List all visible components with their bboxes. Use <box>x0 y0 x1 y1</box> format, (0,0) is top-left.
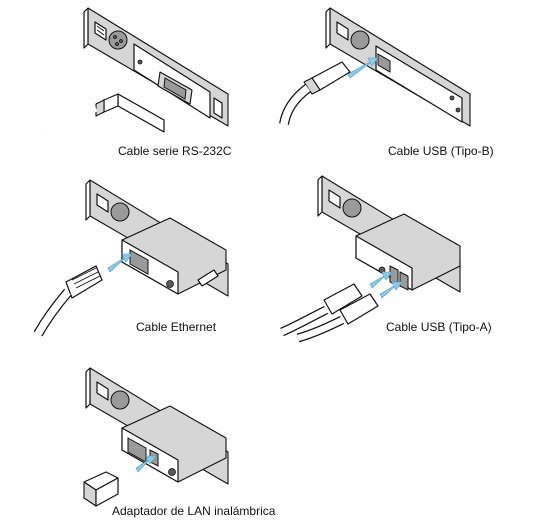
panel-rs232c: Cable serie RS-232C <box>0 0 266 170</box>
wlan-illustration <box>83 367 229 507</box>
usb-a-module <box>355 213 461 291</box>
usb-a-plug-1 <box>323 283 363 315</box>
arrow-icon <box>107 253 133 273</box>
rs232c-port <box>157 71 193 105</box>
lan-module <box>121 405 227 483</box>
usb-b-port <box>377 53 391 73</box>
caption-wlan: Adaptador de LAN inalámbrica <box>112 504 276 518</box>
usb-b-illustration <box>279 7 471 127</box>
printer-back-panel <box>325 7 471 127</box>
panel-usb-b: Cable USB (Tipo-B) <box>266 0 533 170</box>
ethernet-cable <box>33 288 72 337</box>
caption-usb-b: Cable USB (Tipo-B) <box>388 144 494 158</box>
panel-usb-a: Cable USB (Tipo-A) <box>266 170 533 343</box>
caption-ethernet: Cable Ethernet <box>136 320 217 334</box>
usb-a-cables <box>280 305 345 343</box>
arrow-icon <box>135 455 157 473</box>
rs232c-cable <box>45 104 98 138</box>
arrow-icon <box>369 271 403 299</box>
usb-b-cable <box>279 84 312 125</box>
caption-usb-a: Cable USB (Tipo-A) <box>386 320 492 334</box>
usb-a-plug-2 <box>339 293 379 325</box>
panel-ethernet: Cable Ethernet <box>0 170 266 340</box>
wlan-adapter <box>83 471 119 507</box>
caption-rs232c: Cable serie RS-232C <box>118 144 232 158</box>
rs232c-plug <box>95 93 165 133</box>
rs232c-illustration <box>45 7 229 138</box>
ethernet-illustration <box>33 179 229 337</box>
usb-b-plug <box>303 61 351 95</box>
usb-a-illustration <box>280 175 461 343</box>
arrow-icon <box>347 57 379 79</box>
ethernet-plug <box>65 265 103 299</box>
panel-wlan: Adaptador de LAN inalámbrica <box>0 358 275 531</box>
